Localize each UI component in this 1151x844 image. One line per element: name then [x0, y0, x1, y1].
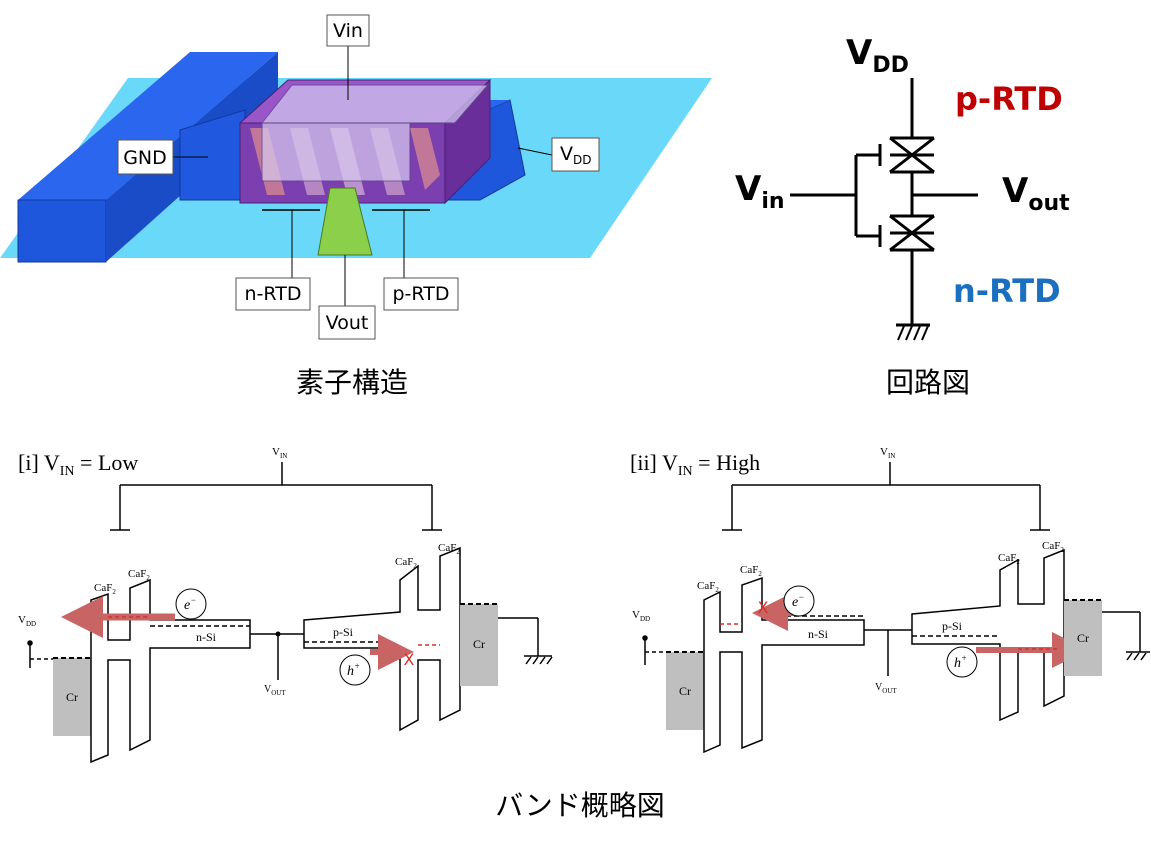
- svg-text:VDD: VDD: [18, 614, 36, 628]
- gnd-electrode-top: [18, 52, 278, 200]
- panel2-block-mark: X: [758, 598, 769, 617]
- svg-text:CaF2: CaF2: [438, 542, 460, 556]
- svg-text:p-Si: p-Si: [942, 619, 963, 633]
- svg-text:CaF2: CaF2: [128, 568, 150, 582]
- gnd-label: GND: [123, 147, 167, 169]
- svg-text:n-Si: n-Si: [196, 630, 217, 644]
- circuit-vout-label: Vout: [1002, 171, 1070, 216]
- p-rtd-label: p-RTD: [393, 283, 450, 305]
- svg-text:h+: h+: [954, 653, 967, 671]
- svg-text:e−: e−: [184, 595, 196, 613]
- device-structure: Vin GND VDD n-RTD Vout p-RTD 素子構造: [0, 14, 712, 399]
- panel1-vin: VIN: [272, 446, 287, 460]
- panel2-left-barriers: [703, 576, 865, 754]
- panel1-block-mark: X: [404, 650, 415, 669]
- svg-text:VIN: VIN: [880, 446, 895, 460]
- svg-text:CaF2: CaF2: [998, 552, 1020, 566]
- circuit-vin-label: Vin: [735, 169, 785, 214]
- svg-text:Cr: Cr: [679, 684, 691, 698]
- svg-text:CaF2: CaF2: [1042, 540, 1064, 554]
- circuit-n-rtd-label: n-RTD: [953, 272, 1061, 310]
- circuit-p-rtd-label: p-RTD: [955, 80, 1063, 118]
- gnd-electrode-front: [17, 199, 107, 263]
- band-panel-low: [i] VIN = Low VIN VDD Cr CaF2 CaF2 n-Si …: [18, 446, 553, 764]
- svg-text:VDD: VDD: [632, 609, 650, 623]
- svg-text:CaF2: CaF2: [697, 580, 719, 594]
- svg-text:VOUT: VOUT: [264, 684, 286, 697]
- device-caption: 素子構造: [296, 366, 408, 399]
- n-rtd-symbol: [889, 214, 935, 252]
- circuit-caption: 回路図: [886, 366, 970, 399]
- panel2-title: [ii] VIN = High: [630, 450, 760, 479]
- panel1-cr-left: [53, 658, 91, 736]
- circuit-vdd-label: VDD: [846, 33, 909, 78]
- svg-text:Cr: Cr: [473, 637, 485, 651]
- svg-text:CaF2: CaF2: [94, 582, 116, 596]
- ground-symbol: [896, 323, 930, 341]
- gate-front: [261, 122, 411, 182]
- gate-top: [260, 84, 490, 124]
- svg-text:e−: e−: [792, 592, 804, 610]
- p-rtd-symbol: [889, 136, 935, 174]
- band-panel-high: [ii] VIN = High VIN VDD Cr CaF2 CaF2 n-S…: [630, 446, 1150, 754]
- svg-text:Cr: Cr: [66, 690, 78, 704]
- svg-text:CaF2: CaF2: [395, 556, 417, 570]
- panel2-right-barriers: [911, 548, 1065, 722]
- svg-text:n-Si: n-Si: [808, 627, 829, 641]
- vout-electrode: [317, 187, 373, 256]
- svg-text:VOUT: VOUT: [875, 682, 897, 695]
- svg-text:CaF2: CaF2: [740, 564, 762, 578]
- n-rtd-label: n-RTD: [245, 283, 302, 305]
- panel1-right-barriers: [303, 546, 461, 732]
- svg-text:Cr: Cr: [1077, 631, 1089, 645]
- panel1-left-barriers: [90, 578, 251, 764]
- vin-label: Vin: [333, 20, 363, 42]
- circuit-diagram: VDD: [735, 33, 1070, 399]
- band-caption: バンド概略図: [495, 789, 664, 822]
- panel1-title: [i] VIN = Low: [18, 450, 138, 479]
- vdd-label: VDD: [560, 143, 591, 167]
- vout-label: Vout: [326, 312, 369, 334]
- svg-text:p-Si: p-Si: [333, 625, 354, 639]
- svg-text:h+: h+: [347, 661, 360, 679]
